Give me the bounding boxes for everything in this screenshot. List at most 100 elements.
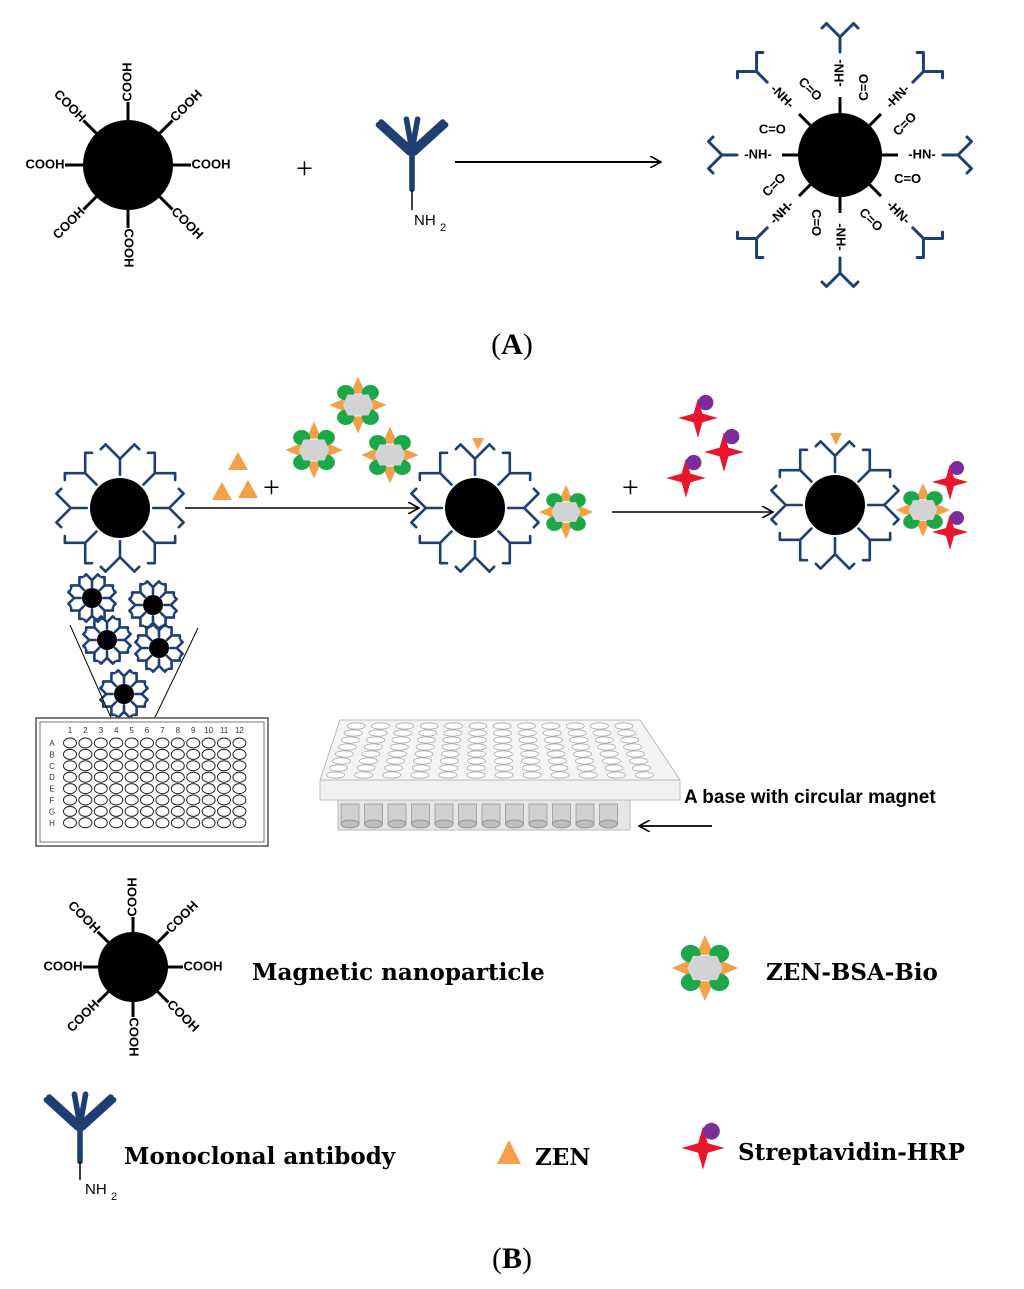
antibody-icon xyxy=(134,684,149,704)
nh2-subscript: 2 xyxy=(440,222,446,234)
magnetic-nanoparticle xyxy=(83,120,173,210)
plate-well xyxy=(599,750,619,758)
plate-well xyxy=(443,729,463,737)
antibody-icon xyxy=(98,575,115,592)
plate-well xyxy=(155,805,170,817)
antibody-icon xyxy=(149,657,169,673)
plate-well xyxy=(109,760,124,772)
plate-column-label: 10 xyxy=(204,726,213,735)
plate-well xyxy=(140,805,154,817)
legend-antibody: NH 2 xyxy=(43,1091,117,1203)
streptavidin-hrp-icon xyxy=(678,394,718,438)
antibody-icon xyxy=(151,487,185,529)
plate-well xyxy=(366,736,386,744)
plate-column-label: 4 xyxy=(114,726,119,735)
plate-well xyxy=(550,771,570,779)
antibody-icon xyxy=(69,604,86,621)
streptavidin-hrp-icon xyxy=(932,461,968,500)
plate-well xyxy=(410,771,430,779)
antibody-icon xyxy=(84,617,101,634)
plate-well xyxy=(548,757,567,765)
amide-label: -HN- xyxy=(908,146,935,161)
plate-row-label: D xyxy=(49,773,55,782)
plate-row-label: F xyxy=(50,796,55,805)
plate-well xyxy=(391,736,411,744)
plate-well xyxy=(634,771,654,779)
plate-well xyxy=(232,771,247,783)
plate-well xyxy=(546,750,566,758)
plate-well xyxy=(201,771,216,783)
magnetic-nanoparticle xyxy=(90,478,150,538)
cooh-label: COOH xyxy=(51,86,89,124)
plate-well xyxy=(442,736,462,744)
plate-well xyxy=(63,805,77,817)
plate-well xyxy=(63,783,77,795)
antibody-icon xyxy=(454,443,496,477)
plate-well xyxy=(186,783,201,795)
plate-well xyxy=(371,722,390,730)
amide-label: -NH- xyxy=(768,81,798,111)
plate-well xyxy=(63,760,77,772)
zen-icon xyxy=(228,452,248,470)
zen-bsa-bio-icon xyxy=(539,485,593,539)
antibody-icon xyxy=(911,50,945,84)
magnetic-nanoparticle xyxy=(149,638,169,658)
plate-well xyxy=(78,737,93,749)
plate-well xyxy=(620,736,640,744)
plate-well xyxy=(517,722,536,730)
plate-well xyxy=(232,794,247,806)
plate-well xyxy=(186,737,201,749)
plate-well xyxy=(632,764,651,772)
antibody-icon xyxy=(136,625,153,642)
circular-magnet xyxy=(340,819,360,829)
plate-well xyxy=(569,736,589,744)
cooh-label: COOH xyxy=(122,229,137,268)
plate-well xyxy=(186,805,201,817)
antibody-icon xyxy=(63,451,98,486)
plate-well xyxy=(522,771,542,779)
bond-line xyxy=(868,183,883,198)
plate-well xyxy=(124,794,139,806)
streptavidin-hrp-icon xyxy=(932,511,968,550)
antibody-icon xyxy=(128,595,143,615)
plate-well xyxy=(217,794,231,806)
plate-well xyxy=(386,757,405,765)
plate-well xyxy=(575,757,594,765)
antibody-icon xyxy=(97,615,117,631)
circular-magnet xyxy=(552,819,571,829)
plate-well xyxy=(140,794,154,806)
plate-well xyxy=(346,722,366,730)
plate-well xyxy=(519,743,539,751)
antibody-icon xyxy=(67,588,82,608)
zen-bsa-bio-icon xyxy=(329,376,387,434)
antibody-icon xyxy=(707,135,739,175)
streptavidin-hrp-icon xyxy=(704,428,744,472)
cooh-label: COOH xyxy=(167,86,205,124)
bond-line xyxy=(797,183,812,198)
plate-well xyxy=(604,764,624,772)
plate-well xyxy=(109,748,124,760)
bound-zen-bsa-bio xyxy=(896,483,950,537)
plate-well xyxy=(590,722,609,730)
antibody-icon xyxy=(55,487,89,529)
conjugated-nanoparticle-a: -HN-C=O-HN-C=O-HN-C=O-HN-C=O-NH-C=O-NH-C… xyxy=(707,22,973,288)
plate-well xyxy=(109,805,124,817)
zen-icon xyxy=(238,480,258,498)
plate-well xyxy=(232,805,247,817)
cooh-label: COOH xyxy=(163,898,201,936)
carbonyl-label: C=O xyxy=(890,109,920,139)
plate-well xyxy=(467,736,487,744)
plate-well xyxy=(521,757,540,765)
plate-well xyxy=(140,817,154,829)
magnet-base-label: A base with circular magnet xyxy=(684,787,936,808)
plate-well xyxy=(63,794,77,806)
plate-well xyxy=(494,757,513,765)
plate-well xyxy=(232,817,247,829)
plate-well xyxy=(63,737,77,749)
antibody-icon xyxy=(857,448,892,483)
plate-well xyxy=(417,736,436,744)
nh2-label: NH xyxy=(414,212,436,229)
plate-well xyxy=(140,783,154,795)
